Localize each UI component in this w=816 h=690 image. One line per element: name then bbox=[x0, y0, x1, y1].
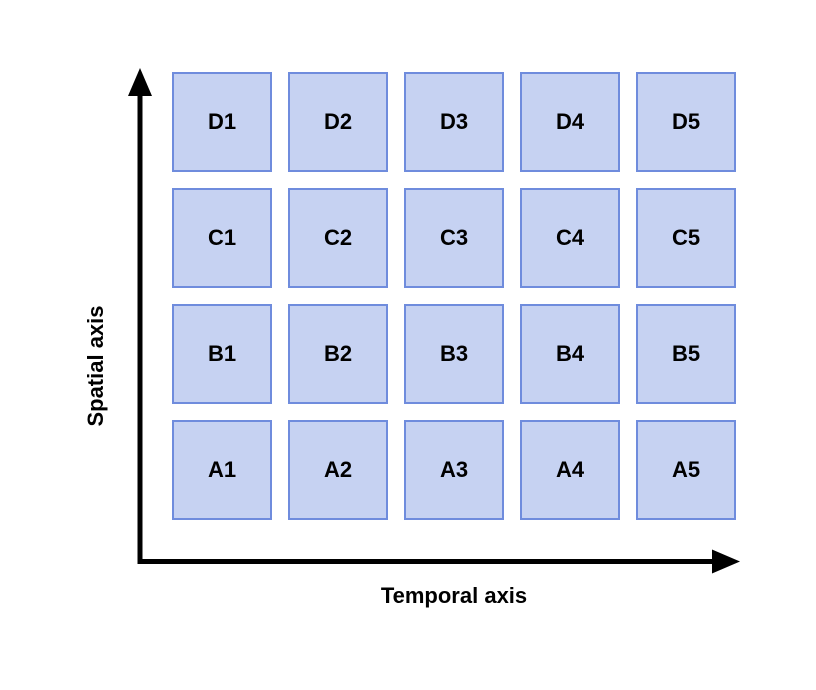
grid-cell-B5: B5 bbox=[636, 304, 736, 404]
grid-cell-C5: C5 bbox=[636, 188, 736, 288]
x-axis-label: Temporal axis bbox=[380, 583, 528, 608]
grid-cell-C4: C4 bbox=[520, 188, 620, 288]
grid-cell-C3: C3 bbox=[404, 188, 504, 288]
grid-cell-B2: B2 bbox=[288, 304, 388, 404]
grid-cell-A1: A1 bbox=[172, 420, 272, 520]
grid-cell-B4: B4 bbox=[520, 304, 620, 404]
grid-cell-C1: C1 bbox=[172, 188, 272, 288]
grid-cell-D3: D3 bbox=[404, 72, 504, 172]
arrow-right-icon bbox=[712, 549, 740, 574]
grid-cell-B3: B3 bbox=[404, 304, 504, 404]
grid-cell-B1: B1 bbox=[172, 304, 272, 404]
grid-cell-A3: A3 bbox=[404, 420, 504, 520]
grid-cell-C2: C2 bbox=[288, 188, 388, 288]
grid-cell-A5: A5 bbox=[636, 420, 736, 520]
grid-cell-D5: D5 bbox=[636, 72, 736, 172]
grid-cell-D2: D2 bbox=[288, 72, 388, 172]
grid-cell-A4: A4 bbox=[520, 420, 620, 520]
grid-cell-D4: D4 bbox=[520, 72, 620, 172]
axis-lines bbox=[137, 90, 716, 564]
grid-cell-A2: A2 bbox=[288, 420, 388, 520]
y-axis-label: Spatial axis bbox=[83, 305, 108, 427]
grid-cell-D1: D1 bbox=[172, 72, 272, 172]
arrow-up-icon bbox=[128, 68, 152, 96]
